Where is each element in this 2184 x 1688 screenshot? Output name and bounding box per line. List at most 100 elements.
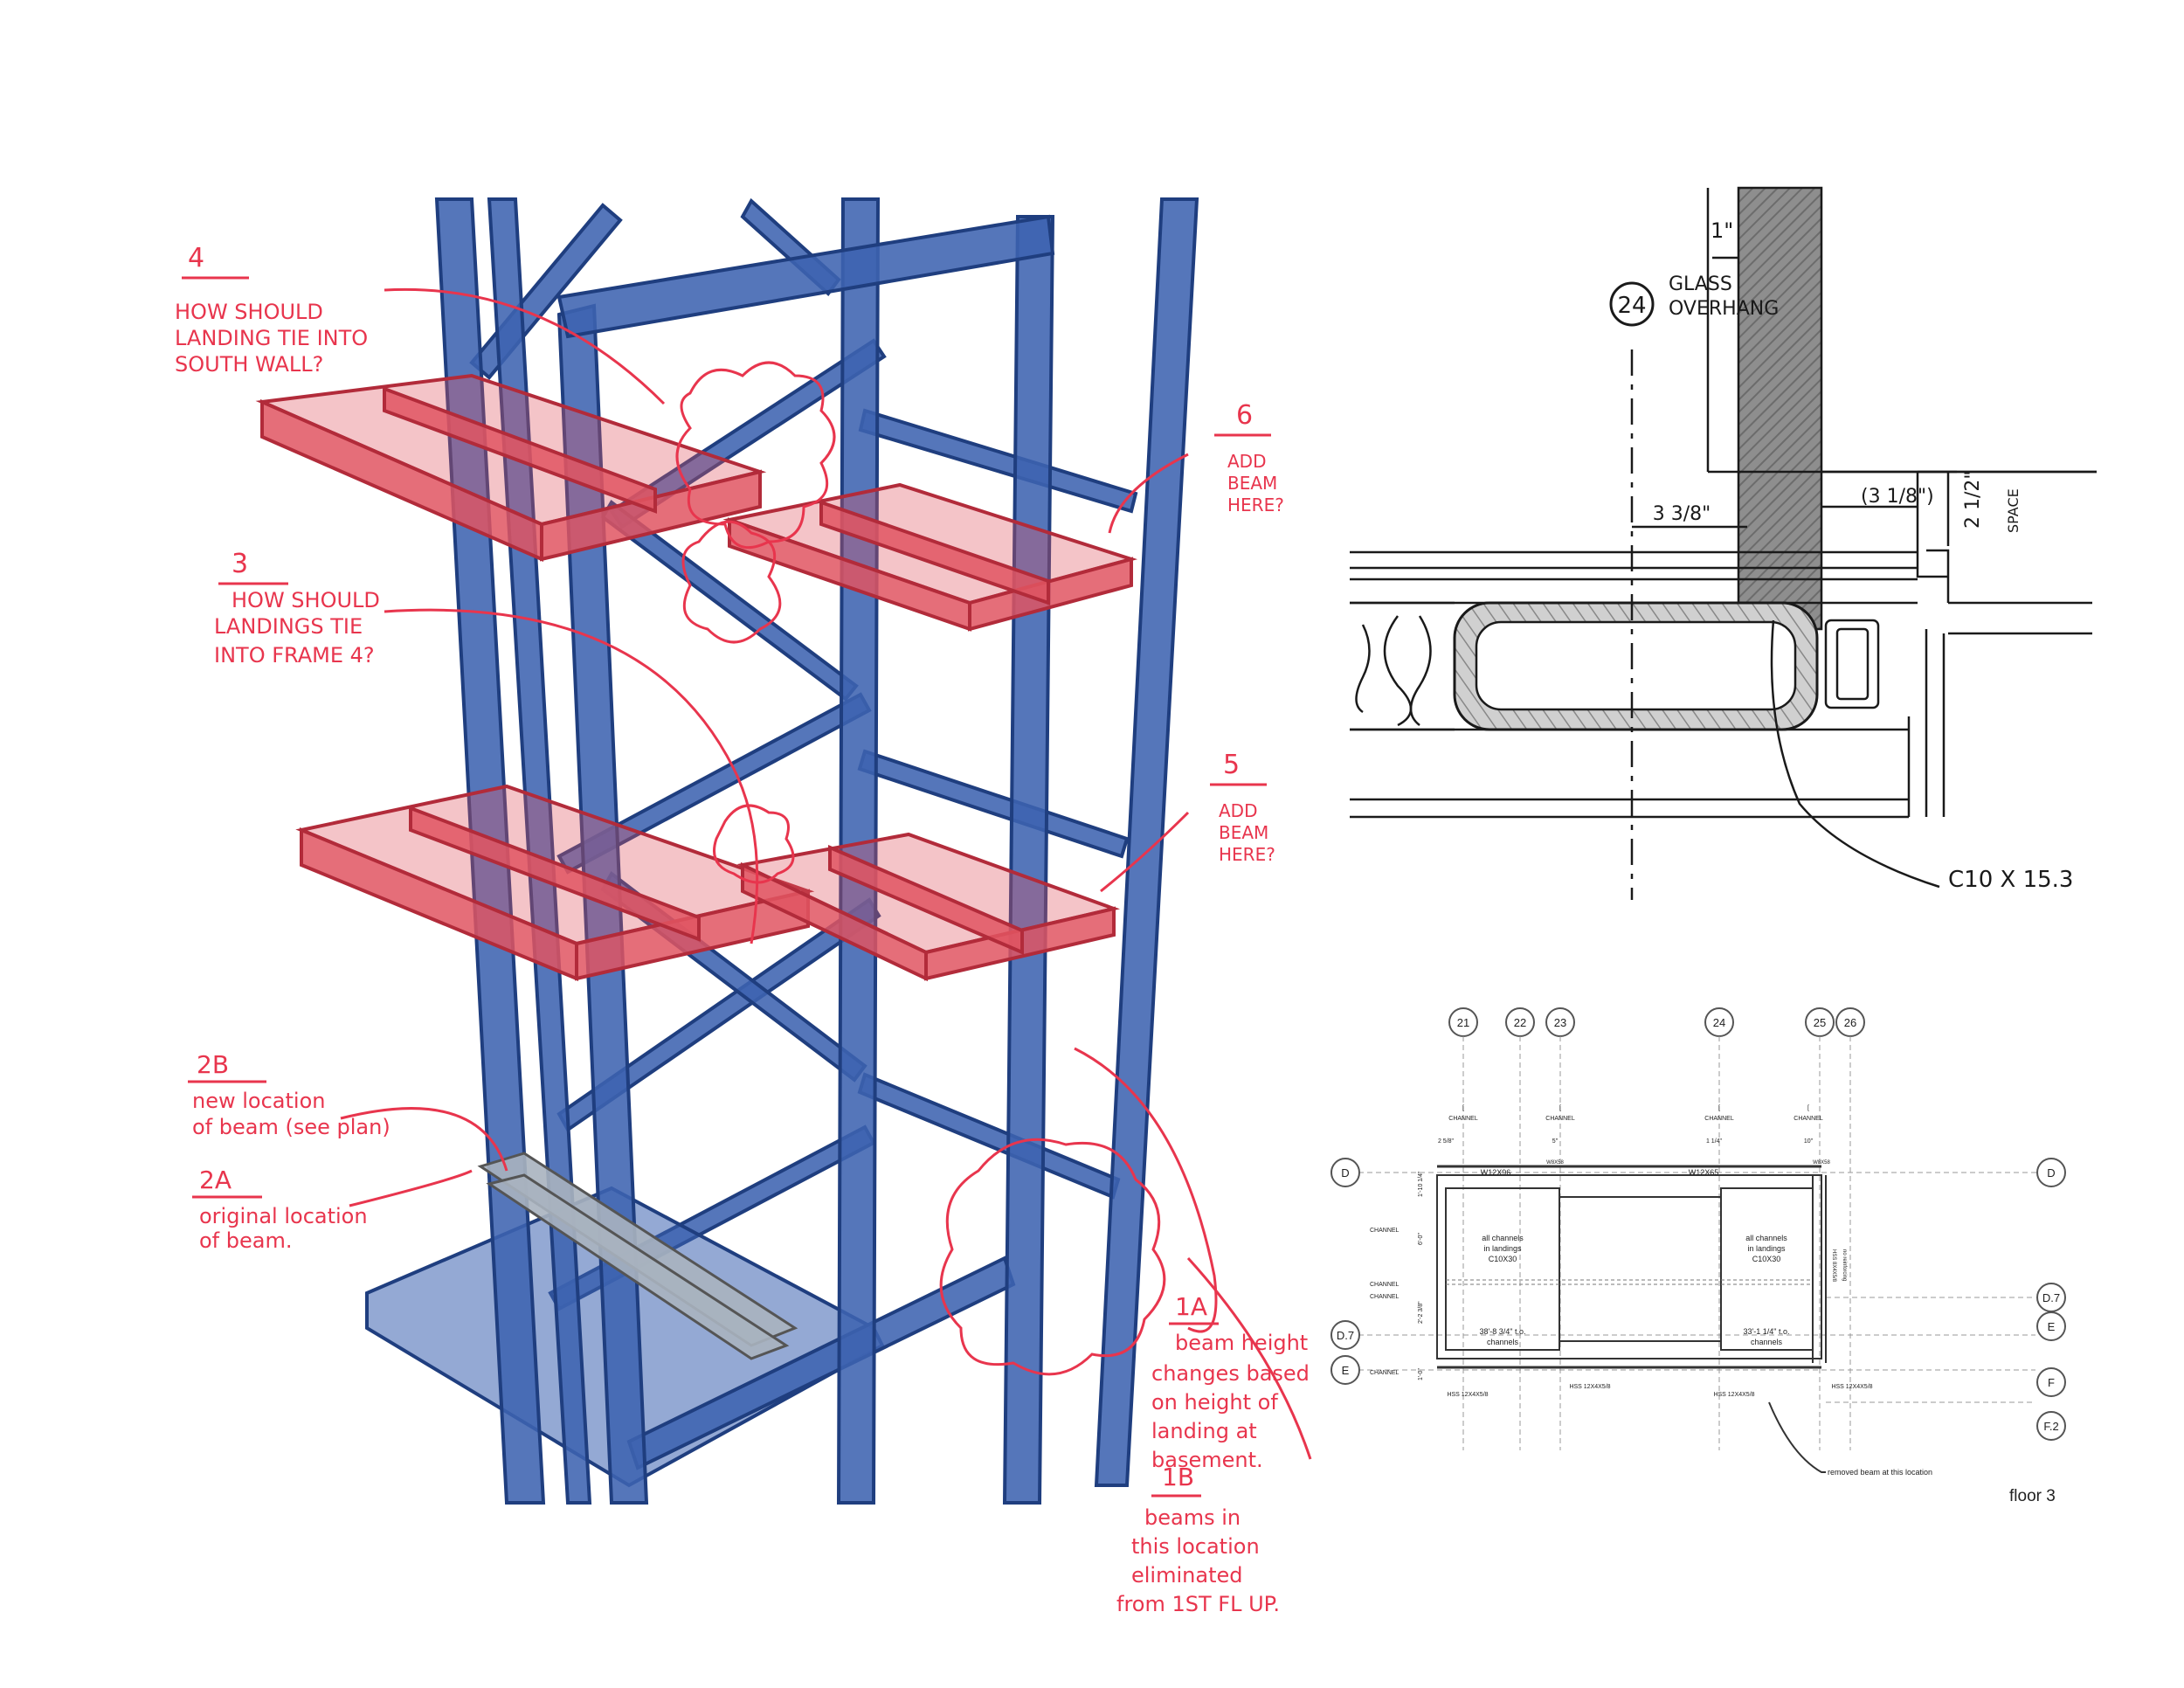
annotation-2b: 2B new location of beam (see plan): [188, 1050, 390, 1139]
svg-text:HERE?: HERE?: [1219, 844, 1275, 865]
landing-6-beam-b: [968, 557, 1133, 632]
svg-text:22: 22: [1514, 1016, 1526, 1029]
svg-text:4: 4: [188, 243, 204, 273]
svg-text:ADD: ADD: [1227, 451, 1266, 472]
landing-4-beam-c: [383, 386, 657, 514]
plan-title: floor 3: [2009, 1487, 2056, 1505]
svg-text:of beam.: of beam.: [199, 1228, 292, 1253]
svg-text:25: 25: [1814, 1016, 1826, 1029]
svg-text:F: F: [2048, 1376, 2055, 1389]
svg-text:[: [: [1559, 1105, 1561, 1111]
svg-text:W12X96: W12X96: [1481, 1168, 1511, 1177]
annotation-3: 3 HOW SHOULD LANDINGS TIE INTO FRAME 4?: [214, 549, 380, 668]
svg-text:SOUTH WALL?: SOUTH WALL?: [175, 352, 323, 377]
svg-text:channels: channels: [1751, 1338, 1783, 1346]
svg-text:HSS 12X4X5/8: HSS 12X4X5/8: [1831, 1384, 1872, 1390]
column-right: [1002, 215, 1055, 1505]
svg-text:HOW SHOULD: HOW SHOULD: [232, 588, 380, 612]
svg-text:HOW SHOULD: HOW SHOULD: [175, 300, 323, 324]
svg-text:in landings: in landings: [1483, 1244, 1522, 1253]
svg-text:24: 24: [1617, 293, 1646, 319]
svg-text:(3 1/8"): (3 1/8"): [1861, 486, 1934, 508]
annotation-1b: 1B beams in this location eliminated fro…: [1116, 1463, 1280, 1616]
svg-text:1'-0": 1'-0": [1418, 1368, 1424, 1380]
svg-text:33'-1 1/4" t.o.: 33'-1 1/4" t.o.: [1744, 1327, 1790, 1336]
landing-4-beam-b: [540, 469, 762, 562]
svg-text:new location: new location: [192, 1089, 325, 1113]
svg-text:ADD: ADD: [1219, 800, 1257, 821]
svg-text:CHANNEL: CHANNEL: [1545, 1116, 1575, 1122]
svg-text:INTO FRAME 4?: INTO FRAME 4?: [214, 643, 375, 668]
svg-text:24: 24: [1713, 1016, 1725, 1029]
glass-wall: [1737, 186, 1823, 631]
svg-text:SPACE: SPACE: [2005, 488, 2022, 533]
svg-text:CHANNEL: CHANNEL: [1370, 1294, 1400, 1300]
svg-text:E: E: [1342, 1364, 1350, 1377]
svg-text:E: E: [2048, 1320, 2056, 1333]
svg-text:1 1/4": 1 1/4": [1706, 1138, 1723, 1145]
svg-text:HERE?: HERE?: [1227, 495, 1284, 515]
beam-2b: [477, 1152, 798, 1360]
svg-text:on height of: on height of: [1151, 1390, 1278, 1415]
svg-text:removed beam at this location: removed beam at this location: [1828, 1468, 1932, 1477]
detail-labels: 24 GLASS OVERHANG 1" 3 3/8" (3 1/8") 2 1…: [1609, 218, 2073, 893]
leader-lines: [340, 287, 1312, 1460]
annotation-5: 5 ADD BEAM HERE?: [1210, 750, 1275, 865]
floor-plan: 21 22 23 24 25 26: [1330, 1007, 2066, 1505]
svg-text:GLASS: GLASS: [1669, 273, 1732, 295]
svg-text:6: 6: [1236, 400, 1253, 431]
svg-text:BEAM: BEAM: [1219, 822, 1268, 843]
svg-text:2B: 2B: [197, 1050, 229, 1079]
annotation-1a: 1A beam height changes based on height o…: [1151, 1292, 1310, 1472]
svg-text:CHANNEL: CHANNEL: [1794, 1116, 1823, 1122]
svg-text:CHANNEL: CHANNEL: [1704, 1116, 1734, 1122]
svg-text:W12X65: W12X65: [1689, 1168, 1719, 1177]
svg-text:[: [: [1807, 1105, 1809, 1111]
svg-text:CHANNEL: CHANNEL: [1448, 1116, 1478, 1122]
svg-text:5": 5": [1552, 1138, 1559, 1145]
svg-text:3: 3: [232, 549, 248, 579]
svg-text:W8X58: W8X58: [1813, 1160, 1830, 1166]
grid-bubbles-top: [1448, 1007, 1865, 1037]
svg-text:D.7: D.7: [1337, 1329, 1354, 1342]
svg-text:C10X30: C10X30: [1752, 1255, 1781, 1263]
svg-text:2'-2 3/8": 2'-2 3/8": [1418, 1301, 1424, 1324]
svg-text:all channels: all channels: [1482, 1234, 1524, 1242]
svg-text:BEAM: BEAM: [1227, 473, 1277, 494]
svg-text:C10 X 15.3: C10 X 15.3: [1948, 867, 2073, 893]
annotation-2a: 2A original location of beam.: [192, 1166, 368, 1253]
svg-text:1A: 1A: [1175, 1292, 1207, 1321]
svg-text:2 1/2": 2 1/2": [1962, 470, 1984, 529]
svg-text:beam height: beam height: [1175, 1331, 1308, 1355]
svg-text:CHANNEL: CHANNEL: [1370, 1228, 1400, 1234]
svg-text:beams in: beams in: [1144, 1505, 1241, 1530]
svg-text:[: [: [1462, 1105, 1464, 1111]
svg-text:6'-0": 6'-0": [1418, 1233, 1424, 1245]
svg-text:3 3/8": 3 3/8": [1653, 503, 1711, 525]
svg-text:C10X30: C10X30: [1489, 1255, 1517, 1263]
stair-outline: [1436, 1174, 1822, 1359]
annotation-6: 6 ADD BEAM HERE?: [1214, 400, 1284, 515]
svg-text:eliminated: eliminated: [1131, 1563, 1242, 1588]
svg-text:OVERHANG: OVERHANG: [1669, 298, 1779, 320]
svg-text:23: 23: [1554, 1016, 1566, 1029]
svg-text:LANDING TIE INTO: LANDING TIE INTO: [175, 326, 368, 350]
landings: [255, 373, 1138, 982]
grid-bubble-24: [1609, 281, 1655, 327]
svg-text:38'-8 3/4" t.o.: 38'-8 3/4" t.o.: [1480, 1327, 1526, 1336]
svg-text:21: 21: [1457, 1016, 1469, 1029]
svg-text:basement.: basement.: [1151, 1448, 1263, 1472]
cloud-markups: [675, 361, 1166, 1376]
svg-text:LANDINGS TIE: LANDINGS TIE: [214, 614, 363, 639]
svg-text:HSS 12X4X5/8: HSS 12X4X5/8: [1569, 1384, 1610, 1390]
svg-text:changes based: changes based: [1151, 1361, 1310, 1386]
svg-text:5: 5: [1223, 750, 1240, 780]
svg-text:10": 10": [1804, 1138, 1814, 1145]
landing-6-beam-c: [819, 500, 1050, 605]
svg-text:in landings: in landings: [1747, 1244, 1786, 1253]
svg-text:HSS 8X4X5/8: HSS 8X4X5/8: [1831, 1249, 1836, 1283]
strut: [857, 1072, 1121, 1200]
svg-text:from 1ST FL UP.: from 1ST FL UP.: [1116, 1592, 1280, 1616]
svg-text:F.2: F.2: [2043, 1420, 2058, 1433]
